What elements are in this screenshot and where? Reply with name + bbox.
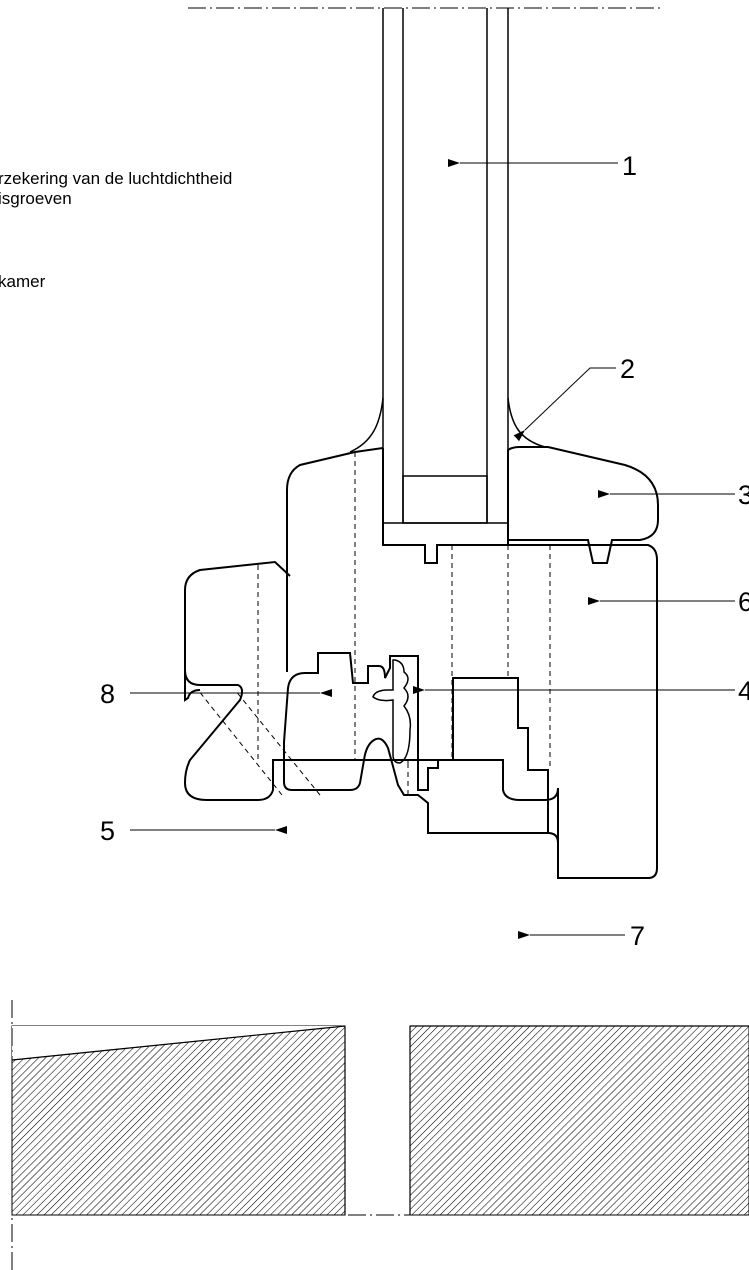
sash-outer <box>286 447 384 672</box>
callout-leaders <box>130 159 735 939</box>
callout-7: 7 <box>630 921 645 951</box>
callout-2: 2 <box>620 354 635 384</box>
legend-line-1: rzekering van de luchtdichtheid <box>0 169 232 188</box>
glazing-bead <box>507 446 659 564</box>
callout-1: 1 <box>622 151 637 181</box>
frame-profile <box>183 560 559 878</box>
callout-4: 4 <box>738 676 749 706</box>
construction-lines <box>197 452 551 796</box>
callout-5: 5 <box>100 816 115 846</box>
legend-line-3: kamer <box>0 272 46 291</box>
legend: rzekering van de luchtdichtheid isgroeve… <box>0 169 232 291</box>
gasket <box>372 659 412 764</box>
sash-profile <box>283 448 658 879</box>
legend-line-2: isgroeven <box>0 189 72 208</box>
callout-8: 8 <box>100 679 115 709</box>
callout-numbers: 1 2 3 6 4 8 5 7 <box>100 151 749 951</box>
callout-6: 6 <box>738 587 749 617</box>
callout-3: 3 <box>738 480 749 510</box>
masonry-sill <box>11 1025 749 1216</box>
glass-pane <box>349 8 546 524</box>
